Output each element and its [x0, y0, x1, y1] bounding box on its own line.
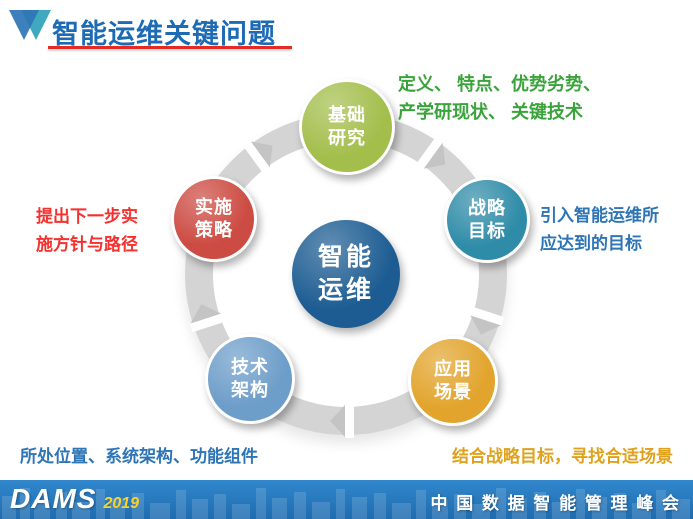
annotation-implementation: 提出下一步实 施方针与路径 [36, 203, 138, 259]
page-title: 智能运维关键问题 [52, 19, 276, 49]
dams-logo-text: DAMS [10, 483, 97, 514]
annotation-line: 结合战略目标，寻找合适场景 [452, 447, 673, 466]
node-label-line2: 架构 [231, 380, 269, 400]
node-label-line2: 目标 [468, 221, 506, 241]
annotation-line: 所处位置、系统架构、功能组件 [20, 447, 258, 466]
node-implementation-strategy: 实施 策略 [171, 176, 257, 262]
node-strategic-goals: 战略 目标 [444, 177, 530, 263]
annotation-foundation: 定义、 特点、优势劣势、 产学研现状、 关键技术 [398, 70, 601, 126]
node-foundation-research: 基础 研究 [299, 79, 395, 175]
arrowhead-icon [330, 405, 345, 437]
node-label-line2: 研究 [328, 128, 366, 148]
triangle-blue-icon [9, 10, 39, 40]
node-label-line1: 战略 [468, 198, 506, 218]
footer-slogan: 中 国 数 据 智 能 管 理 峰 会 [430, 494, 681, 513]
title-underline [48, 46, 292, 49]
annotation-line: 产学研现状、 关键技术 [398, 102, 583, 122]
node-application-scenarios: 应用 场景 [408, 336, 498, 426]
node-aiops-center: 智能 运维 [292, 220, 400, 328]
dams-logo: DAMS 2019 [10, 483, 139, 515]
dams-year: 2019 [103, 495, 140, 512]
annotation-line: 提出下一步实 [36, 207, 138, 226]
node-label-line1: 技术 [231, 357, 269, 377]
annotation-line: 引入智能运维所 [540, 206, 659, 225]
city-skyline-icon [2, 488, 690, 519]
node-label-line1: 应用 [434, 359, 472, 379]
ring-gap [345, 404, 354, 438]
brand-triangles-icon [8, 8, 54, 44]
node-technical-architecture: 技术 架构 [205, 334, 295, 424]
node-label-line1: 基础 [328, 105, 366, 125]
annotation-strategic-goals: 引入智能运维所 应达到的目标 [540, 202, 659, 258]
center-label-line2: 运维 [317, 276, 374, 304]
node-label-line2: 场景 [434, 382, 472, 402]
footer-bar: DAMS 2019 中 国 数 据 智 能 管 理 峰 会 [0, 480, 693, 519]
annotation-line: 应达到的目标 [540, 234, 642, 253]
annotation-application-scenarios: 结合战略目标，寻找合适场景 [452, 443, 673, 471]
center-label-line1: 智能 [317, 243, 374, 271]
annotation-line: 施方针与路径 [36, 235, 138, 254]
annotation-line: 定义、 特点、优势劣势、 [398, 74, 601, 94]
node-label-line1: 实施 [195, 197, 233, 217]
annotation-technical-architecture: 所处位置、系统架构、功能组件 [20, 443, 258, 471]
node-label-line2: 策略 [195, 220, 233, 240]
